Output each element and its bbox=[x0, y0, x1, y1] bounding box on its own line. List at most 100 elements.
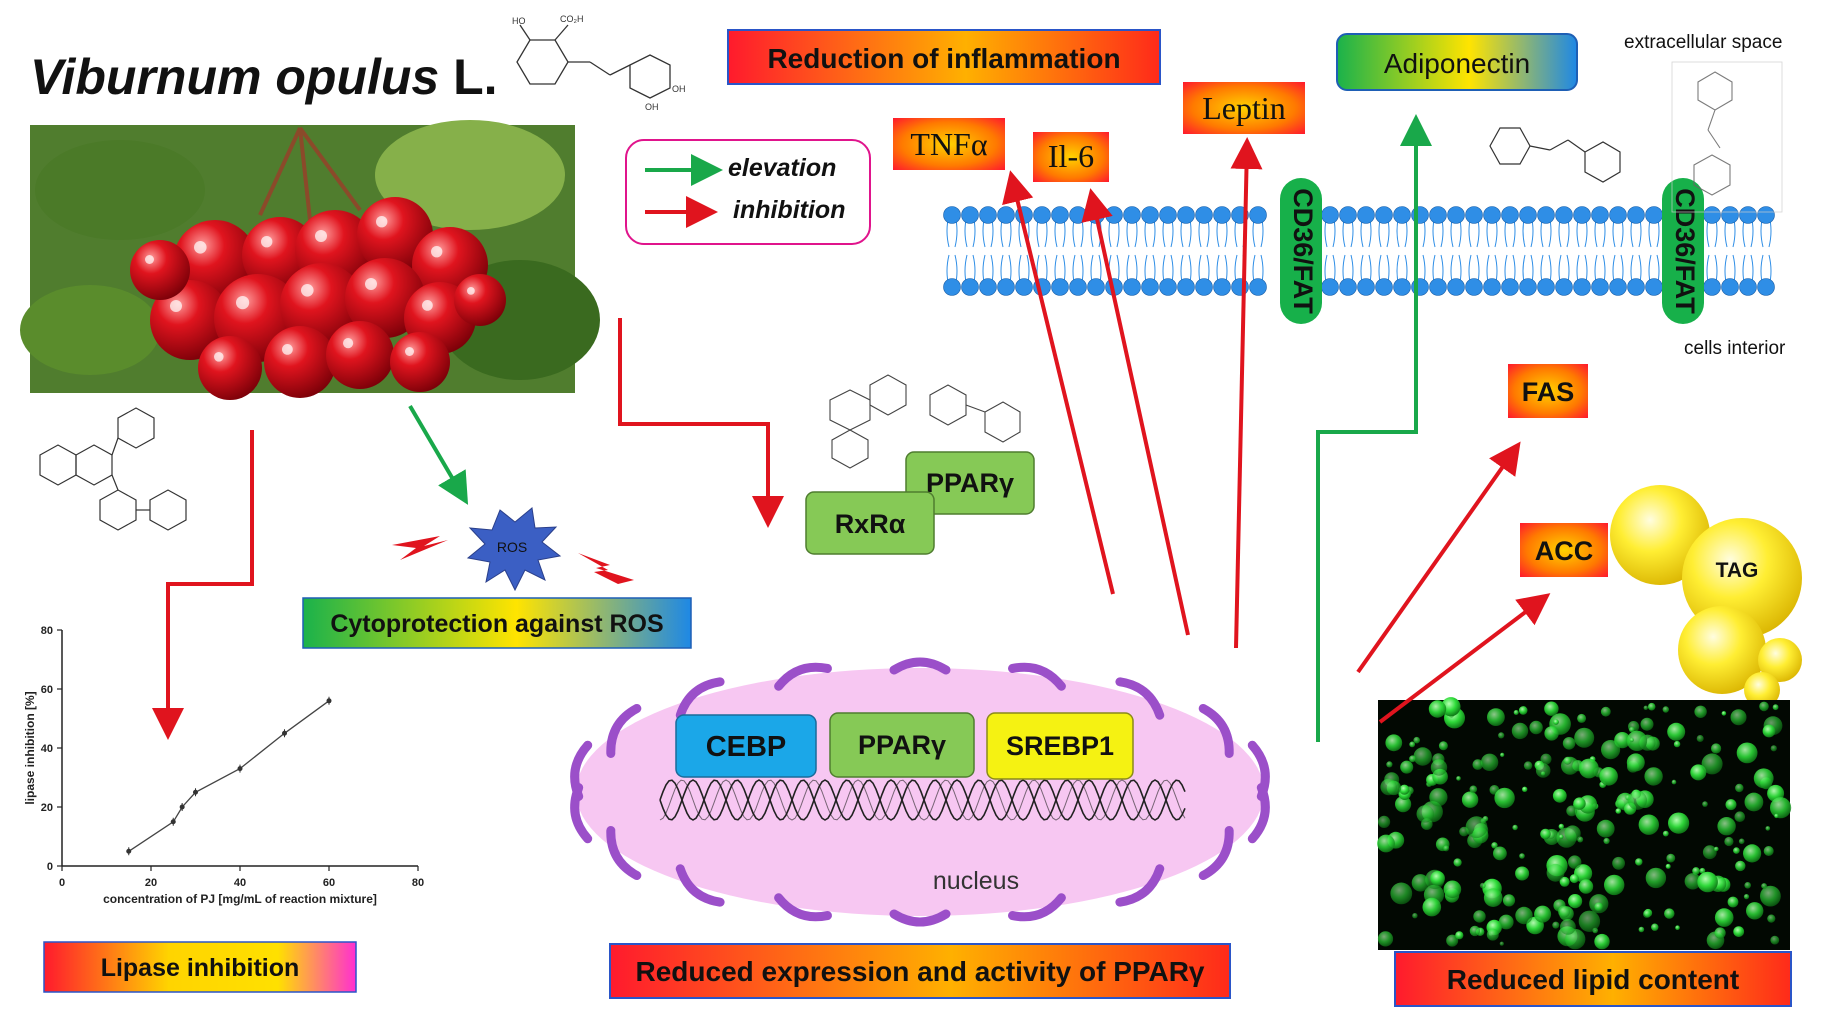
phospholipid-head bbox=[1757, 278, 1775, 296]
lipid-droplet-cell bbox=[1429, 788, 1448, 807]
berry-highlight bbox=[405, 347, 414, 356]
lipid-droplet-cell bbox=[1443, 845, 1450, 852]
molecule-pparg-ligands bbox=[829, 374, 1021, 469]
y-tick-label: 20 bbox=[41, 802, 53, 814]
lipid-droplet-cell bbox=[1690, 764, 1707, 781]
cd36-protein-right: CD36/FAT bbox=[1662, 178, 1704, 324]
lipid-droplet-cell bbox=[1696, 735, 1704, 742]
phospholipid-head bbox=[1465, 278, 1483, 296]
lipid-droplet-cell bbox=[1378, 815, 1391, 829]
cells-interior-label: cells interior bbox=[1684, 338, 1786, 359]
lipid-droplet-cell bbox=[1491, 842, 1498, 849]
lipid-droplet-cell bbox=[1724, 836, 1734, 847]
berry-highlight bbox=[315, 230, 327, 242]
lipid-droplet-cell bbox=[1544, 701, 1559, 716]
berry-highlight bbox=[214, 352, 224, 362]
phospholipid-head bbox=[1645, 206, 1663, 224]
lipid-droplet-cell bbox=[1546, 863, 1565, 882]
nuclear-envelope-segment bbox=[1247, 740, 1270, 801]
nuclear-envelope-segment bbox=[889, 909, 951, 927]
fas-label: FAS bbox=[1522, 377, 1575, 407]
lipid-droplet-cell bbox=[1761, 883, 1767, 889]
lipid-droplet-cell bbox=[1511, 722, 1529, 740]
phospholipid-head bbox=[1375, 278, 1393, 296]
lipid-droplet-cell bbox=[1662, 830, 1669, 837]
lipid-droplet-cell bbox=[1512, 824, 1518, 831]
lipid-droplet-cell bbox=[1453, 858, 1462, 867]
nuclear-envelope-segment bbox=[889, 657, 951, 675]
ros-protection-box bbox=[302, 597, 692, 649]
lipid-droplet-cell bbox=[1513, 710, 1519, 715]
adiponectin-box bbox=[1336, 33, 1578, 91]
phospholipid-head bbox=[1141, 278, 1159, 296]
svg-text:CD36/FAT: CD36/FAT bbox=[1288, 188, 1318, 314]
phospholipid-head bbox=[1429, 206, 1447, 224]
phospholipid-head bbox=[1051, 278, 1069, 296]
lipid-droplet-cell bbox=[1643, 910, 1651, 918]
lipid-droplet-cell bbox=[1430, 871, 1445, 886]
srebp1-box bbox=[986, 712, 1134, 780]
lipid-droplet-cell bbox=[1465, 816, 1488, 839]
lipid-droplet-cell bbox=[1733, 926, 1745, 937]
lipid-droplet-cell bbox=[1753, 768, 1774, 789]
phospholipid-head bbox=[997, 278, 1015, 296]
lipid-droplet-cell bbox=[1662, 706, 1670, 713]
phospholipid-head bbox=[1555, 278, 1573, 296]
phospholipid-head bbox=[1519, 278, 1537, 296]
lipid-droplet-cell bbox=[1413, 747, 1432, 766]
phospholipid-head bbox=[1177, 206, 1195, 224]
lipid-droplet-cell bbox=[1615, 808, 1622, 814]
lipid-droplet-cell bbox=[1430, 759, 1448, 776]
cebp-label: CEBP bbox=[706, 731, 787, 763]
berry-highlight bbox=[422, 300, 433, 311]
lipid-droplet-cell bbox=[1626, 730, 1648, 751]
lipid-droplet-cell bbox=[1770, 797, 1792, 819]
lipid-droplet-cell bbox=[1735, 783, 1744, 793]
nucleus-label: nucleus bbox=[933, 867, 1019, 895]
lipid-droplet-cell bbox=[1673, 740, 1681, 748]
adiponectin-label: Adiponectin bbox=[1384, 48, 1530, 79]
title: Viburnum opulus L. bbox=[30, 49, 498, 105]
lipid-droplet-cell bbox=[1515, 906, 1533, 925]
il6-label: Il-6 bbox=[1048, 138, 1094, 174]
cebp-box bbox=[675, 714, 817, 778]
phospholipid-head bbox=[1123, 278, 1141, 296]
lipid-droplet-cell bbox=[1574, 727, 1595, 748]
lipid-droplet-cell bbox=[1697, 871, 1718, 893]
berry-highlight bbox=[365, 278, 377, 290]
arrow-to-leptin bbox=[1230, 137, 1263, 649]
x-tick-label: 80 bbox=[412, 877, 424, 889]
arrow-to-pparg bbox=[618, 318, 784, 528]
lipid-droplet-cell bbox=[1577, 713, 1587, 723]
lipid-droplet-cell bbox=[1573, 797, 1586, 810]
lipid-droplet-cell bbox=[1443, 880, 1462, 899]
phospholipid-head bbox=[1357, 206, 1375, 224]
lipid-droplet-cell bbox=[1667, 722, 1686, 741]
phospholipid-head bbox=[1249, 206, 1267, 224]
lipid-droplet-cell bbox=[1604, 874, 1625, 896]
nuclear-envelope-segment bbox=[774, 662, 832, 691]
phospholipid-head bbox=[1429, 278, 1447, 296]
lipid-droplet-cell bbox=[1759, 701, 1769, 712]
nuclear-envelope-segment bbox=[1115, 864, 1165, 907]
cell-membrane bbox=[943, 206, 1775, 296]
lipid-droplet-cell bbox=[1519, 853, 1525, 859]
y-tick-label: 80 bbox=[41, 625, 53, 637]
lipid-droplet-cell bbox=[1558, 905, 1570, 918]
ros-protection-label: Cytoprotection against ROS bbox=[330, 610, 663, 638]
lipid-droplet-cell bbox=[1446, 934, 1459, 947]
phospholipid-head bbox=[1321, 206, 1339, 224]
lipid-droplet-cell bbox=[1601, 740, 1621, 760]
lipid-droplet-cell bbox=[1599, 767, 1618, 786]
phospholipid-head bbox=[1213, 206, 1231, 224]
dna-strand bbox=[659, 779, 1186, 821]
arrow-to-tnf bbox=[1002, 170, 1115, 595]
viburnum-berries-photo bbox=[20, 120, 600, 400]
lipid-droplet-cell bbox=[1725, 799, 1737, 811]
x-axis-label: concentration of PJ [mg/mL of reaction m… bbox=[103, 892, 377, 906]
dna-strand bbox=[659, 779, 1186, 821]
lipid-droplet-cell bbox=[1651, 923, 1659, 931]
arrow-to-chart bbox=[152, 430, 254, 740]
lipid-droplet-cell bbox=[1665, 863, 1671, 869]
